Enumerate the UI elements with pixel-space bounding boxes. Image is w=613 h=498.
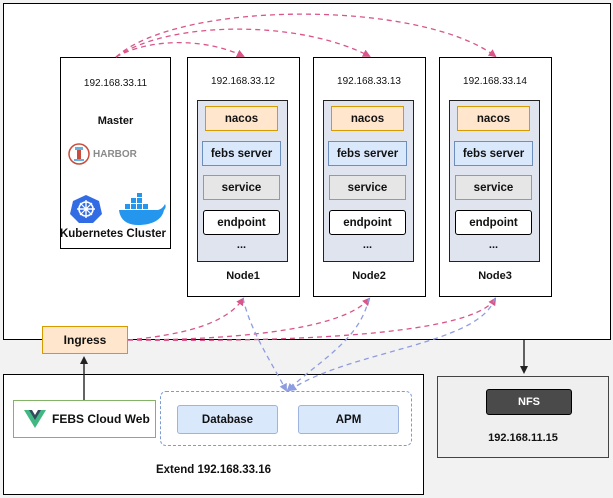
node-1-name: Node1 — [226, 270, 260, 282]
node-3-febs-server: febs server — [454, 141, 533, 166]
master-ip: 192.168.33.11 — [83, 78, 148, 89]
arrow-master-to-node1 — [115, 41, 245, 58]
arrow-node3-to-storage — [288, 297, 496, 392]
arrow-master-to-node2 — [115, 28, 371, 58]
node-1-febs-server: febs server — [202, 141, 281, 166]
node-3-nacos: nacos — [457, 106, 530, 131]
nfs-ip: 192.168.11.15 — [488, 432, 558, 444]
node-2-febs-server: febs server — [328, 141, 407, 166]
arrow-ingress-to-node2 — [127, 297, 371, 341]
database-box: Database — [177, 405, 278, 434]
ingress: Ingress — [42, 326, 128, 354]
arrow-node1-to-storage — [242, 297, 287, 392]
node-1-nacos: nacos — [205, 106, 278, 131]
node-1-ip: 192.168.33.12 — [211, 76, 275, 87]
extend-label: Extend 192.168.33.16 — [155, 464, 272, 476]
node-2-more: ... — [362, 239, 373, 251]
febs-cloud-web-label: FEBS Cloud Web — [52, 412, 150, 426]
node-3-service: service — [455, 175, 532, 200]
febs-cloud-web: FEBS Cloud Web — [13, 400, 156, 438]
docker-icon — [119, 193, 166, 225]
harbor-logo: HARBOR — [68, 143, 137, 165]
arrow-ingress-to-node3 — [127, 297, 497, 342]
nfs-box: NFS — [486, 389, 572, 415]
vue-icon — [24, 410, 46, 428]
harbor-label: HARBOR — [93, 148, 137, 160]
node-3-name: Node3 — [478, 270, 512, 282]
apm-box: APM — [298, 405, 399, 434]
node-2-endpoint: endpoint — [329, 210, 406, 235]
kubernetes-icon — [70, 195, 102, 223]
node-2-service: service — [329, 175, 406, 200]
master-title: Master — [97, 115, 134, 127]
node-3-more: ... — [488, 239, 499, 251]
kubernetes-cluster-label: Kubernetes Cluster — [59, 228, 167, 240]
node-2-nacos: nacos — [331, 106, 404, 131]
arrow-master-to-node3 — [115, 13, 497, 58]
arrow-ingress-to-node1 — [127, 297, 245, 341]
harbor-icon — [68, 143, 90, 165]
node-3-endpoint: endpoint — [455, 210, 532, 235]
node-2-name: Node2 — [352, 270, 386, 282]
node-1-service: service — [203, 175, 280, 200]
node-2-ip: 192.168.33.13 — [337, 76, 401, 87]
node-3-ip: 192.168.33.14 — [463, 76, 527, 87]
arrow-node2-to-storage — [286, 297, 370, 392]
node-1-endpoint: endpoint — [203, 210, 280, 235]
node-1-more: ... — [236, 239, 247, 251]
